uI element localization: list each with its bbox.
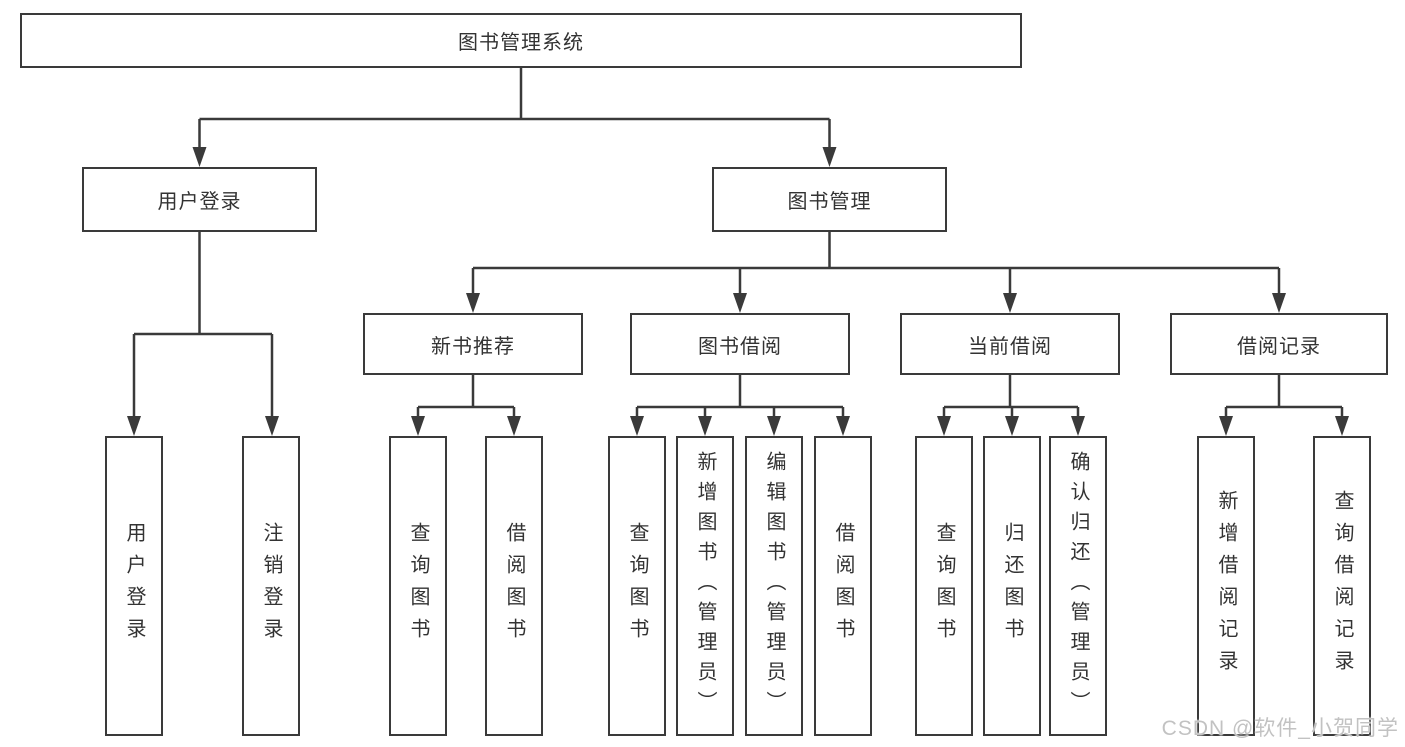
node-user-login: 用户登录 bbox=[82, 167, 317, 232]
leaf-query-books-1: 查询图书 bbox=[389, 436, 447, 736]
node-current-borrowing: 当前借阅 bbox=[900, 313, 1120, 375]
leaf-query-borrow-record: 查询借阅记录 bbox=[1313, 436, 1371, 736]
node-borrowing-records: 借阅记录 bbox=[1170, 313, 1388, 375]
leaf-label: 查询图书 bbox=[626, 522, 648, 650]
csdn-watermark: CSDN @软件_小贺同学 bbox=[1161, 717, 1399, 740]
leaf-logout: 注销登录 bbox=[242, 436, 300, 736]
leaf-label: 归还图书 bbox=[1001, 522, 1023, 650]
node-book-management: 图书管理 bbox=[712, 167, 947, 232]
leaf-query-books-2: 查询图书 bbox=[608, 436, 666, 736]
leaf-confirm-return-admin: 确认归还（管理员） bbox=[1049, 436, 1107, 736]
leaf-label: 用户登录 bbox=[123, 522, 145, 650]
leaf-label: 借阅图书 bbox=[503, 522, 525, 650]
leaf-label: 注销登录 bbox=[260, 522, 282, 650]
node-new-book-recommend: 新书推荐 bbox=[363, 313, 583, 375]
leaf-return-books: 归还图书 bbox=[983, 436, 1041, 736]
leaf-query-books-3: 查询图书 bbox=[915, 436, 973, 736]
leaf-add-books-admin: 新增图书（管理员） bbox=[676, 436, 734, 736]
leaf-label: 查询借阅记录 bbox=[1331, 490, 1353, 682]
node-root-system: 图书管理系统 bbox=[20, 13, 1022, 68]
leaf-add-borrow-record: 新增借阅记录 bbox=[1197, 436, 1255, 736]
leaf-label: 新增图书（管理员） bbox=[694, 451, 716, 721]
leaf-label: 查询图书 bbox=[407, 522, 429, 650]
leaf-label: 查询图书 bbox=[933, 522, 955, 650]
leaf-label: 新增借阅记录 bbox=[1215, 490, 1237, 682]
leaf-label: 编辑图书（管理员） bbox=[763, 451, 785, 721]
leaf-label: 借阅图书 bbox=[832, 522, 854, 650]
leaf-edit-books-admin: 编辑图书（管理员） bbox=[745, 436, 803, 736]
node-book-borrowing: 图书借阅 bbox=[630, 313, 850, 375]
leaf-borrow-books-2: 借阅图书 bbox=[814, 436, 872, 736]
leaf-borrow-books-1: 借阅图书 bbox=[485, 436, 543, 736]
leaf-label: 确认归还（管理员） bbox=[1067, 451, 1089, 721]
leaf-user-login: 用户登录 bbox=[105, 436, 163, 736]
